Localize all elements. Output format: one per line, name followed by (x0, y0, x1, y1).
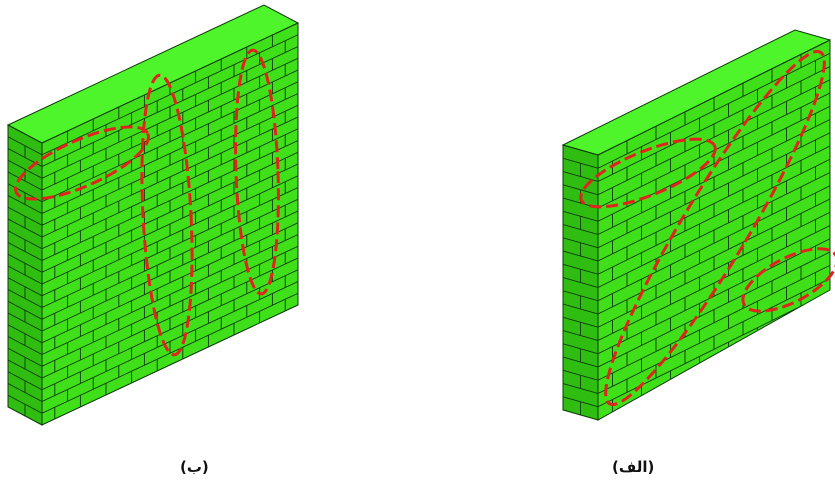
crack-marker-b-horizontal (14, 125, 150, 201)
mortar-bed-joint (42, 175, 298, 297)
mortar-bed-joint (598, 158, 830, 275)
mortar-bed-joint (563, 277, 598, 288)
wall-b-brick-grid (42, 23, 298, 425)
mortar-bed-joint (42, 151, 298, 273)
wall-alef-side-bricks (563, 145, 598, 420)
mortar-bed-joint (8, 218, 42, 238)
mortar-bed-joint (8, 195, 42, 214)
crack-marker-alef-lower-right (741, 247, 835, 313)
mortar-bed-joint (563, 383, 598, 394)
mortar-bed-joint (598, 238, 830, 355)
mortar-bed-joint (563, 250, 598, 262)
mortar-bed-joint (42, 245, 298, 367)
mortar-bed-joint (598, 52, 830, 169)
mortar-bed-joint (8, 242, 42, 261)
mortar-bed-joint (563, 224, 598, 235)
mortar-bed-joint (563, 171, 598, 182)
mortar-bed-joint (563, 330, 598, 341)
caption-b: (ب) (180, 458, 209, 476)
mortar-bed-joint (8, 265, 42, 285)
mortar-bed-joint (42, 198, 298, 320)
mortar-bed-joint (598, 79, 830, 196)
mortar-bed-joint (42, 34, 298, 156)
wall-alef (561, 29, 835, 421)
mortar-bed-joint (598, 291, 830, 408)
mortar-bed-joint (598, 264, 830, 381)
mortar-bed-joint (42, 57, 298, 179)
mortar-bed-joint (8, 336, 42, 355)
mortar-bed-joint (598, 105, 830, 222)
mortar-bed-joint (42, 292, 298, 414)
crack-marker-b-right (234, 48, 280, 296)
mortar-bed-joint (8, 171, 42, 191)
mortar-bed-joint (8, 289, 42, 308)
mortar-bed-joint (8, 383, 42, 402)
mortar-bed-joint (42, 104, 298, 226)
mortar-bed-joint (563, 356, 598, 368)
mortar-bed-joint (42, 128, 298, 250)
caption-alef: (الف) (612, 458, 655, 476)
mortar-bed-joint (598, 132, 830, 249)
mortar-bed-joint (42, 81, 298, 203)
mortar-bed-joint (8, 359, 42, 379)
mortar-bed-joint (42, 269, 298, 391)
mortar-bed-joint (598, 185, 830, 302)
mortar-bed-joint (42, 222, 298, 344)
crack-marker-alef-top-left (579, 137, 717, 209)
crack-marker-alef-diagonal (604, 49, 826, 407)
wall-b (6, 4, 300, 426)
mortar-bed-joint (8, 312, 42, 332)
mortar-bed-joint (598, 211, 830, 328)
mortar-bed-joint (42, 304, 298, 425)
mortar-bed-joint (563, 303, 598, 315)
crack-marker-b-middle (140, 73, 194, 357)
